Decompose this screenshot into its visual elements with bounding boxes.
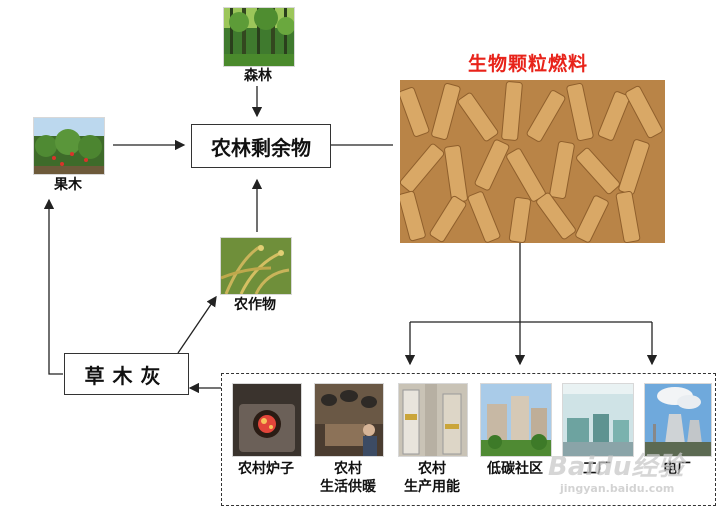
rural-stove-image <box>232 383 302 457</box>
use-label-rural-heating-1: 农村 <box>334 461 362 477</box>
factory-image <box>562 383 634 457</box>
arrow-ash-to-crops <box>177 295 217 354</box>
use-label-rural-production-2: 生产用能 <box>404 479 460 495</box>
power-plant-image <box>644 383 712 457</box>
watermark-url: jingyan.baidu.com <box>560 482 675 495</box>
use-label-rural-production-1: 农村 <box>418 461 446 477</box>
pellets-image <box>400 80 665 243</box>
forest-image <box>223 7 295 67</box>
rural-heating-image <box>314 383 384 457</box>
rural-production-image <box>398 383 468 457</box>
pellet-fuel-title: 生物颗粒燃料 <box>468 53 589 75</box>
use-label-factory: 工厂 <box>583 461 611 477</box>
fruit-tree-label: 果木 <box>54 177 82 193</box>
uses-container <box>221 373 716 506</box>
use-label-low-carbon-community: 低碳社区 <box>487 461 543 477</box>
fruit-tree-image <box>33 117 105 175</box>
use-label-rural-stove: 农村炉子 <box>238 461 294 477</box>
use-label-power-plant: 电厂 <box>663 461 691 477</box>
use-label-rural-heating-2: 生活供暖 <box>320 479 376 495</box>
ash-box: 草木灰 <box>64 353 189 395</box>
arrow-ash-to-fruit <box>43 198 63 375</box>
watermark-brand: Baidu经验 <box>548 452 684 482</box>
low-carbon-community-image <box>480 383 552 457</box>
crops-image <box>220 237 292 295</box>
residue-box: 农林剩余物 <box>191 124 331 168</box>
crops-label: 农作物 <box>234 297 276 313</box>
forest-label: 森林 <box>244 68 272 84</box>
